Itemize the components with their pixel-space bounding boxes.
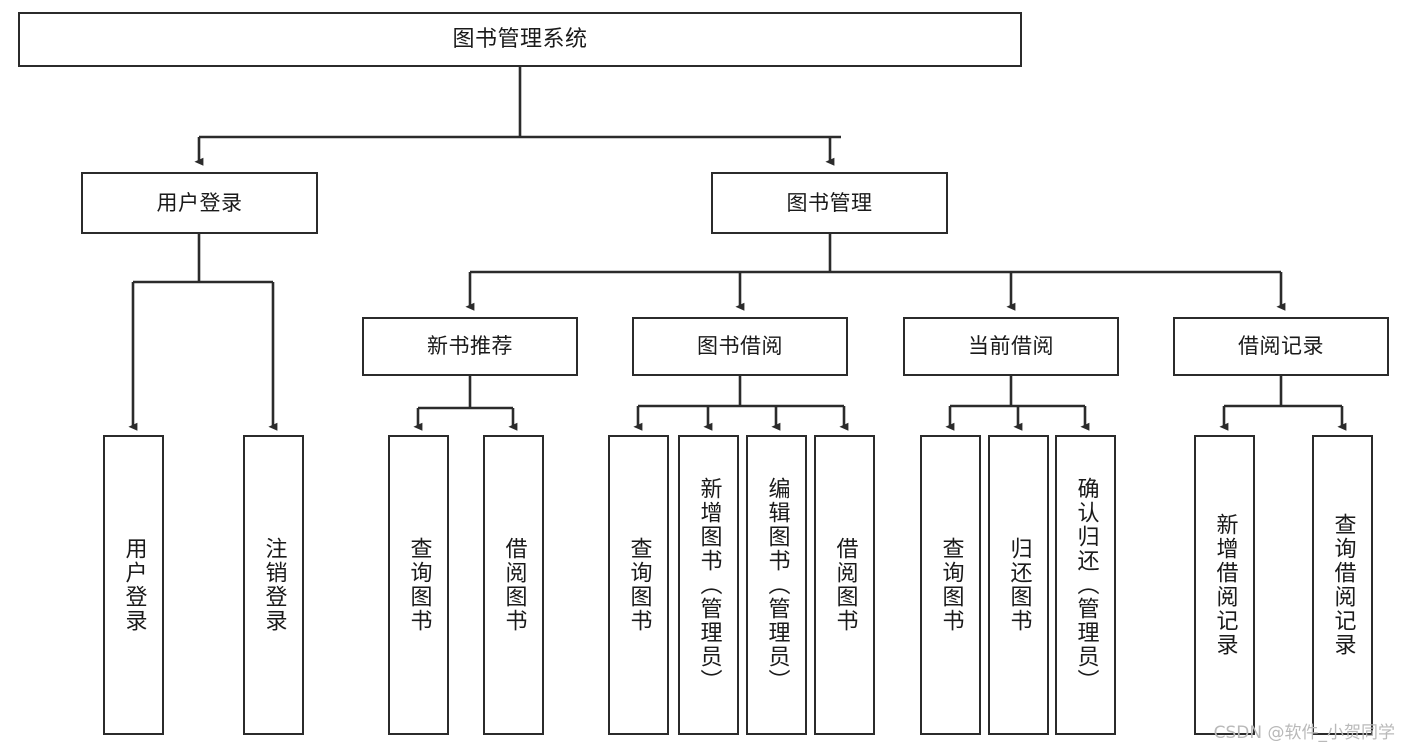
node-new-book-recommend[interactable]: 新书推荐 — [362, 317, 578, 376]
leaf-query-book-recommend[interactable]: 查询图书 — [388, 435, 449, 735]
node-label: 新增图书（管理员） — [696, 477, 722, 693]
node-label: 借阅图书 — [832, 537, 858, 633]
leaf-query-book-borrow[interactable]: 查询图书 — [608, 435, 669, 735]
node-label: 查询图书 — [626, 537, 652, 633]
leaf-borrow-book-recommend[interactable]: 借阅图书 — [483, 435, 544, 735]
leaf-add-borrow-record[interactable]: 新增借阅记录 — [1194, 435, 1255, 735]
node-label: 用户登录 — [156, 190, 243, 215]
node-current-borrow[interactable]: 当前借阅 — [903, 317, 1119, 376]
node-label: 注销登录 — [261, 537, 287, 633]
leaf-confirm-return-admin[interactable]: 确认归还（管理员） — [1055, 435, 1116, 735]
node-label: 图书管理系统 — [452, 26, 588, 52]
node-label: 确认归还（管理员） — [1073, 477, 1099, 693]
leaf-borrow-book[interactable]: 借阅图书 — [814, 435, 875, 735]
watermark: CSDN @软件_小贺同学 — [1213, 723, 1395, 743]
node-book-management[interactable]: 图书管理 — [711, 172, 948, 234]
leaf-query-borrow-record[interactable]: 查询借阅记录 — [1312, 435, 1373, 735]
leaf-query-book-current[interactable]: 查询图书 — [920, 435, 981, 735]
leaf-add-book-admin[interactable]: 新增图书（管理员） — [678, 435, 739, 735]
node-label: 查询借阅记录 — [1330, 513, 1356, 657]
node-label: 借阅图书 — [501, 537, 527, 633]
node-label: 归还图书 — [1006, 537, 1032, 633]
node-label: 新增借阅记录 — [1212, 513, 1238, 657]
node-label: 编辑图书（管理员） — [764, 477, 790, 693]
node-user-login[interactable]: 用户登录 — [81, 172, 318, 234]
node-borrow-record[interactable]: 借阅记录 — [1173, 317, 1389, 376]
node-label: 查询图书 — [938, 537, 964, 633]
node-label: 图书借阅 — [697, 334, 783, 359]
leaf-logout[interactable]: 注销登录 — [243, 435, 304, 735]
node-label: 借阅记录 — [1238, 334, 1324, 359]
leaf-edit-book-admin[interactable]: 编辑图书（管理员） — [746, 435, 807, 735]
leaf-user-login[interactable]: 用户登录 — [103, 435, 164, 735]
node-label: 当前借阅 — [968, 334, 1054, 359]
node-label: 新书推荐 — [427, 334, 513, 359]
node-label: 图书管理 — [786, 190, 873, 215]
node-root[interactable]: 图书管理系统 — [18, 12, 1022, 67]
node-label: 查询图书 — [406, 537, 432, 633]
leaf-return-book[interactable]: 归还图书 — [988, 435, 1049, 735]
node-label: 用户登录 — [121, 537, 147, 633]
node-book-borrow[interactable]: 图书借阅 — [632, 317, 848, 376]
